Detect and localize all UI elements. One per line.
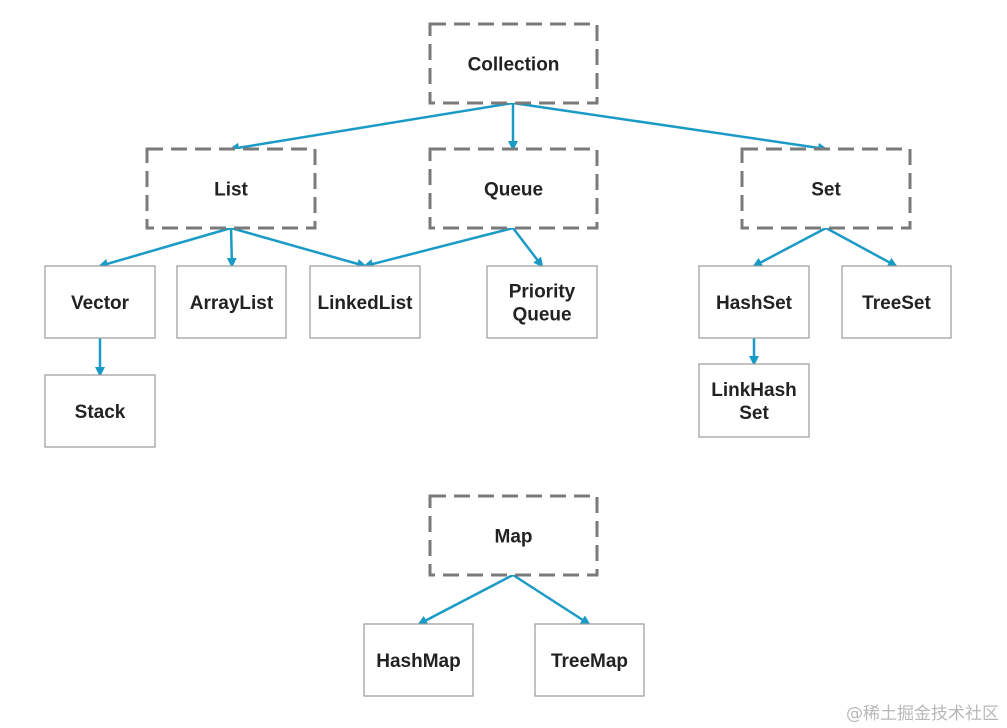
node-label-collection: Collection xyxy=(468,55,560,76)
node-box-priorityqueue xyxy=(486,265,598,339)
node-box-hashmap xyxy=(363,623,474,697)
arrow-collection-to-set xyxy=(512,101,828,153)
node-box-map xyxy=(428,494,599,577)
node-treemap: TreeMap xyxy=(534,623,645,697)
arrow-queue-to-priorityqueue xyxy=(512,227,544,268)
node-map: Map xyxy=(428,494,599,577)
node-box-queue xyxy=(428,147,599,230)
arrow-list-to-linkedlist xyxy=(230,226,367,269)
node-arraylist: ArrayList xyxy=(176,265,287,339)
node-label-linkedlist: LinkedList xyxy=(317,293,413,314)
node-treeset: TreeSet xyxy=(841,265,952,339)
node-box-arraylist xyxy=(176,265,287,339)
node-set: Set xyxy=(740,147,912,230)
node-queue: Queue xyxy=(428,147,599,230)
node-label-set: Set xyxy=(811,180,841,201)
node-box-vector xyxy=(44,265,156,339)
node-label-treemap: TreeMap xyxy=(551,651,628,672)
node-box-treeset xyxy=(841,265,952,339)
node-box-list xyxy=(145,147,317,230)
node-label-map: Map xyxy=(495,527,533,548)
node-collection: Collection xyxy=(428,22,599,105)
node-list: List xyxy=(145,147,317,230)
arrow-set-to-treeset xyxy=(825,226,898,268)
arrow-map-to-hashmap xyxy=(417,573,514,626)
node-vector: Vector xyxy=(44,265,156,339)
node-box-collection xyxy=(428,22,599,105)
watermark: @稀土掘金技术社区 xyxy=(846,704,999,724)
node-box-treemap xyxy=(534,623,645,697)
node-label-hashmap: HashMap xyxy=(376,651,460,672)
node-label-vector: Vector xyxy=(71,293,130,314)
node-hashmap: HashMap xyxy=(363,623,474,697)
arrow-list-to-arraylist xyxy=(226,227,237,268)
node-box-set xyxy=(740,147,912,230)
node-label-stack: Stack xyxy=(75,402,126,423)
node-box-stack xyxy=(44,374,156,448)
node-stack: Stack xyxy=(44,374,156,448)
node-label-list: List xyxy=(214,180,248,201)
node-label-hashset: HashSet xyxy=(716,293,793,314)
arrow-collection-to-list xyxy=(229,101,514,153)
node-box-linkhashset xyxy=(698,363,810,438)
arrow-set-to-hashset xyxy=(752,226,827,268)
arrow-map-to-treemap xyxy=(512,573,591,626)
node-linkedlist: LinkedList xyxy=(309,265,421,339)
edges xyxy=(95,101,898,626)
node-box-hashset xyxy=(698,265,810,339)
node-label-arraylist: ArrayList xyxy=(190,293,274,314)
node-hashset: HashSet xyxy=(698,265,810,339)
arrow-list-to-vector xyxy=(98,226,232,269)
arrow-queue-to-linkedlist xyxy=(363,226,514,269)
node-label-queue: Queue xyxy=(484,180,543,201)
node-label-treeset: TreeSet xyxy=(862,293,931,314)
node-box-linkedlist xyxy=(309,265,421,339)
